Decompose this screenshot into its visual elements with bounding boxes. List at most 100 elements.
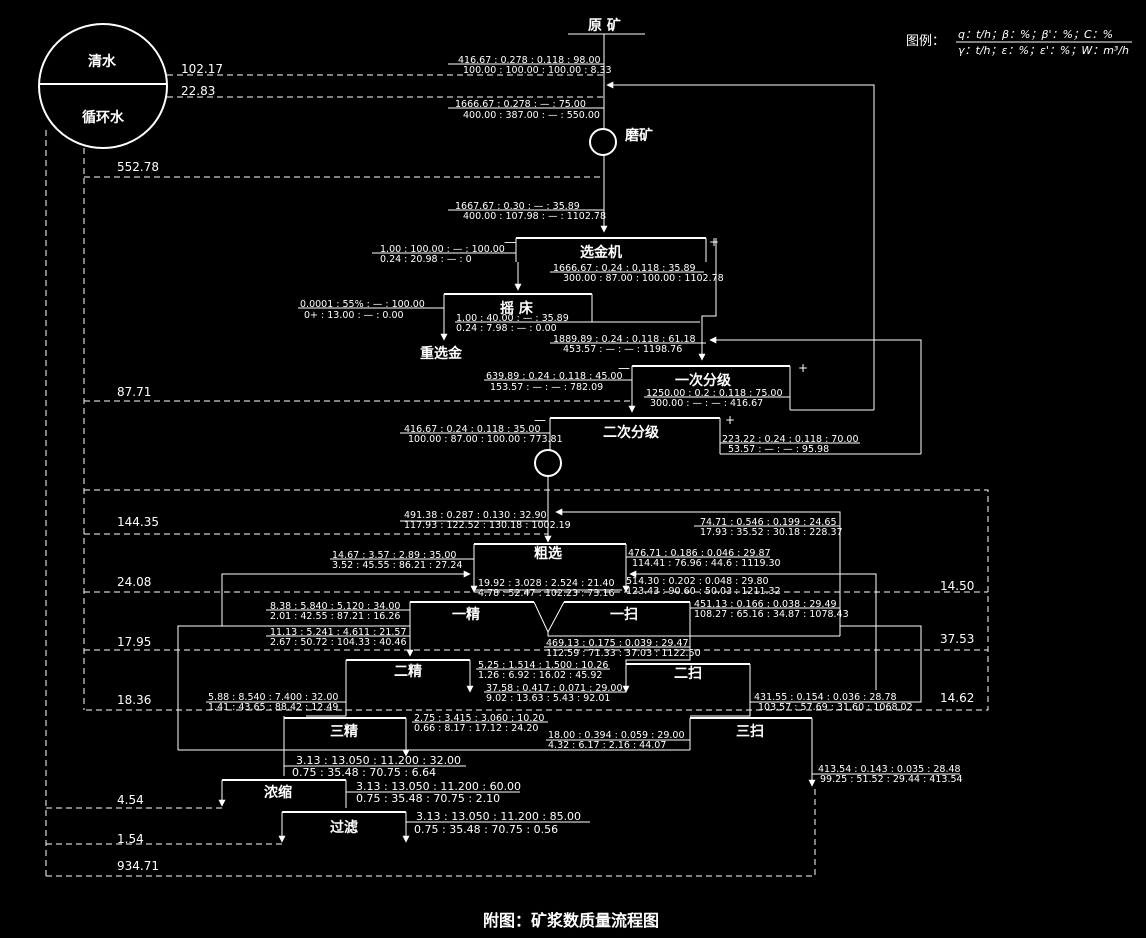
raw-ore-data-2: 100.00 : 100.00 : 100.00 : 8.33 bbox=[463, 65, 612, 76]
c3-tail-data-1: 2.75 : 3.415 : 3.060 : 10.20 bbox=[414, 713, 544, 724]
cls2-plus-data-1: 223.22 : 0.24 : 0.118 : 70.00 bbox=[722, 434, 859, 445]
raw-ore-title: 原 矿 bbox=[588, 17, 621, 34]
scavenger3-label: 三扫 bbox=[736, 724, 764, 740]
cls1-in-data-1: 1889.89 : 0.24 : 0.118 : 61.18 bbox=[553, 334, 696, 345]
c2-con-data-1: 5.88 : 8.540 : 7.400 : 32.00 bbox=[208, 692, 338, 703]
ret-data-1: 74.71 : 0.546 : 0.199 : 24.65 bbox=[700, 517, 837, 528]
mill-in-data-1: 1666.67 : 0.278 : — : 75.00 bbox=[455, 99, 586, 110]
s1-in-data-1: 514.30 : 0.202 : 0.048 : 29.80 bbox=[626, 576, 769, 587]
s2-con-data-2: 9.02 : 13.63 : 5.43 : 92.01 bbox=[486, 693, 610, 704]
water-flow-22-83: 22.83 bbox=[181, 84, 215, 98]
class2-plus-sign: + bbox=[725, 413, 735, 427]
mill-label: 磨矿 bbox=[625, 127, 653, 144]
jig-minus-sign: — bbox=[504, 235, 516, 249]
water-flow-4-54: 4.54 bbox=[117, 793, 144, 807]
class1-plus-sign: + bbox=[798, 361, 808, 375]
c1-in-data-1: 19.92 : 3.028 : 2.524 : 21.40 bbox=[478, 578, 615, 589]
recycle-water-label: 循环水 bbox=[82, 109, 125, 126]
ro-in-data-1: 491.38 : 0.287 : 0.130 : 32.90 bbox=[404, 510, 547, 521]
water-flow-144-35: 144.35 bbox=[117, 515, 159, 529]
s1-in-data-2: 123.43 : 90.60 : 50.03 : 1211.32 bbox=[626, 586, 781, 597]
table-right-data-2: 0.24 : 7.98 : — : 0.00 bbox=[456, 323, 557, 334]
s1-tail-data-2: 112.59 : 71.33 : 37.03 : 1122.50 bbox=[546, 648, 701, 659]
jig-minus-data-2: 0.24 : 20.98 : — : 0 bbox=[380, 254, 472, 265]
fi-out-data-2: 0.75 : 35.48 : 70.75 : 0.56 bbox=[414, 823, 558, 836]
class1-label: 一次分级 bbox=[675, 372, 732, 389]
class2-minus-sign: — bbox=[534, 413, 546, 427]
s1-con-data-1: 451.13 : 0.166 : 0.038 : 29.49 bbox=[694, 599, 837, 610]
ro-con-data-2: 3.52 : 45.55 : 86.21 : 27.24 bbox=[332, 560, 462, 571]
ro-tail-data-1: 476.71 : 0.186 : 0.046 : 29.87 bbox=[628, 548, 771, 559]
table-left-data-1: 0.0001 : 55% : — : 100.00 bbox=[300, 299, 425, 310]
class1-minus-sign: — bbox=[618, 361, 630, 375]
water-flow-24-08: 24.08 bbox=[117, 575, 151, 589]
water-flow-37-53: 37.53 bbox=[940, 632, 974, 646]
water-flow-1-54: 1.54 bbox=[117, 832, 144, 846]
s2-con-data-1: 37.58 : 0.417 : 0.071 : 29.00 bbox=[486, 683, 623, 694]
water-tank: 清水 循环水 bbox=[38, 23, 168, 149]
jig-plus-data-2: 300.00 : 87.00 : 100.00 : 1102.78 bbox=[563, 273, 724, 284]
jig-plus-sign: + bbox=[709, 235, 719, 249]
scavenger1-label: 一扫 bbox=[610, 607, 638, 623]
cls2-minus-data-1: 416.67 : 0.24 : 0.118 : 35.00 bbox=[404, 424, 541, 435]
water-flow-552-78: 552.78 bbox=[117, 160, 159, 174]
ret-data-2: 17.93 : 35.52 : 30.18 : 228.37 bbox=[700, 527, 843, 538]
ro-tail-data-2: 114.41 : 76.96 : 44.6 : 1119.30 bbox=[632, 558, 781, 569]
c3-tail-data-2: 0.66 : 8.17 : 17.12 : 24.20 bbox=[414, 723, 538, 734]
cleaner1-label: 一精 bbox=[452, 606, 480, 623]
jig-minus-data-1: 1.00 : 100.00 : — : 100.00 bbox=[380, 244, 505, 255]
c2-tail-data-1: 5.25 : 1.514 : 1.500 : 10.26 bbox=[478, 660, 608, 671]
c2-con-data-2: 1.41 : 43.65 : 88.42 : 12.49 bbox=[208, 702, 338, 713]
cls1-minus-data-2: 153.57 : — : — : 782.09 bbox=[490, 382, 603, 393]
water-flow-17-95: 17.95 bbox=[117, 635, 151, 649]
c1-tail-data-2: 2.67 : 50.72 : 104.33 : 40.46 bbox=[270, 637, 407, 648]
c1-in-data-2: 4.78 : 52.47 : 102.23 : 73.16 bbox=[478, 588, 615, 599]
cls1-in-data-2: 453.57 : — : — : 1198.76 bbox=[563, 344, 682, 355]
th-out-data-1: 3.13 : 13.050 : 11.200 : 60.00 bbox=[356, 780, 521, 793]
s3-con-data-1: 18.00 : 0.394 : 0.059 : 29.00 bbox=[548, 730, 685, 741]
final-tail-data-2: 99.25 : 51.52 : 29.44 : 413.54 bbox=[820, 774, 963, 785]
thickener-label: 浓缩 bbox=[264, 784, 292, 801]
water-flow-934-71: 934.71 bbox=[117, 859, 159, 873]
th-out-data-2: 0.75 : 35.48 : 70.75 : 2.10 bbox=[356, 792, 500, 805]
mill-out-data-1: 1667.67 : 0.30 : — : 35.89 bbox=[455, 201, 580, 212]
cleaner2-label: 二精 bbox=[394, 663, 422, 680]
c3-con-data-2: 0.75 : 35.48 : 70.75 : 6.64 bbox=[292, 766, 436, 779]
s2-tail-data-1: 431.55 : 0.154 : 0.036 : 28.78 bbox=[754, 692, 897, 703]
raw-ore-data-1: 416.67 : 0.278 : 0.118 : 98.00 bbox=[458, 55, 601, 66]
mill-symbol bbox=[589, 128, 617, 156]
table-label: 摇 床 bbox=[500, 300, 534, 317]
fresh-water-label: 清水 bbox=[88, 53, 117, 70]
water-flow-14-62: 14.62 bbox=[940, 691, 974, 705]
legend-line1: q：t/h；β：%；β'：%；C：% bbox=[958, 28, 1113, 41]
c1-con-data-2: 2.01 : 42.55 : 87.21 : 16.26 bbox=[270, 611, 400, 622]
cls1-plus-data-2: 300.00 : — : — : 416.67 bbox=[650, 398, 763, 409]
cls2-plus-data-2: 53.57 : — : — : 95.98 bbox=[728, 444, 829, 455]
table-left-data-2: 0+ : 13.00 : — : 0.00 bbox=[304, 310, 404, 321]
gravity-gold-label: 重选金 bbox=[420, 345, 463, 362]
ro-con-data-1: 14.67 : 3.57 : 2.89 : 35.00 bbox=[332, 550, 456, 561]
water-flow-102-17: 102.17 bbox=[181, 62, 223, 76]
scavenger2-label: 二扫 bbox=[674, 666, 702, 682]
c3-con-data-1: 3.13 : 13.050 : 11.200 : 32.00 bbox=[296, 754, 461, 767]
conditioner-symbol bbox=[534, 449, 562, 477]
cls1-plus-data-1: 1250.00 : 0.2 : 0.118 : 75.00 bbox=[646, 388, 783, 399]
mill-out-data-2: 400.00 : 107.98 : — : 1102.78 bbox=[463, 211, 606, 222]
jig-label: 选金机 bbox=[580, 244, 622, 261]
s1-tail-data-1: 469.13 : 0.175 : 0.039 : 29.47 bbox=[546, 638, 689, 649]
c1-con-data-1: 8.38 : 5.840 : 5.120 : 34.00 bbox=[270, 601, 400, 612]
final-tail-data-1: 413.54 : 0.143 : 0.035 : 28.48 bbox=[818, 764, 961, 775]
figure-caption: 附图：矿浆数质量流程图 bbox=[483, 911, 659, 930]
c1-tail-data-1: 11.13 : 5.241 : 4.611 : 21.57 bbox=[270, 627, 407, 638]
table-right-data-1: 1.00 : 40.00 : — : 35.89 bbox=[456, 313, 569, 324]
legend-line2: γ：t/h；ε：%；ε'：%；W：m³/h bbox=[958, 44, 1129, 57]
cleaner3-label: 三精 bbox=[330, 723, 358, 740]
water-flow-87-71: 87.71 bbox=[117, 385, 151, 399]
s3-con-data-2: 4.32 : 6.17 : 2.16 : 44.07 bbox=[548, 740, 666, 751]
rougher-label: 粗选 bbox=[534, 545, 562, 562]
jig-plus-data-1: 1666.67 : 0.24 : 0.118 : 35.89 bbox=[553, 263, 696, 274]
ro-in-data-2: 117.93 : 122.52 : 130.18 : 1002.19 bbox=[404, 520, 571, 531]
s1-con-data-2: 108.27 : 65.16 : 34.87 : 1078.43 bbox=[694, 609, 849, 620]
